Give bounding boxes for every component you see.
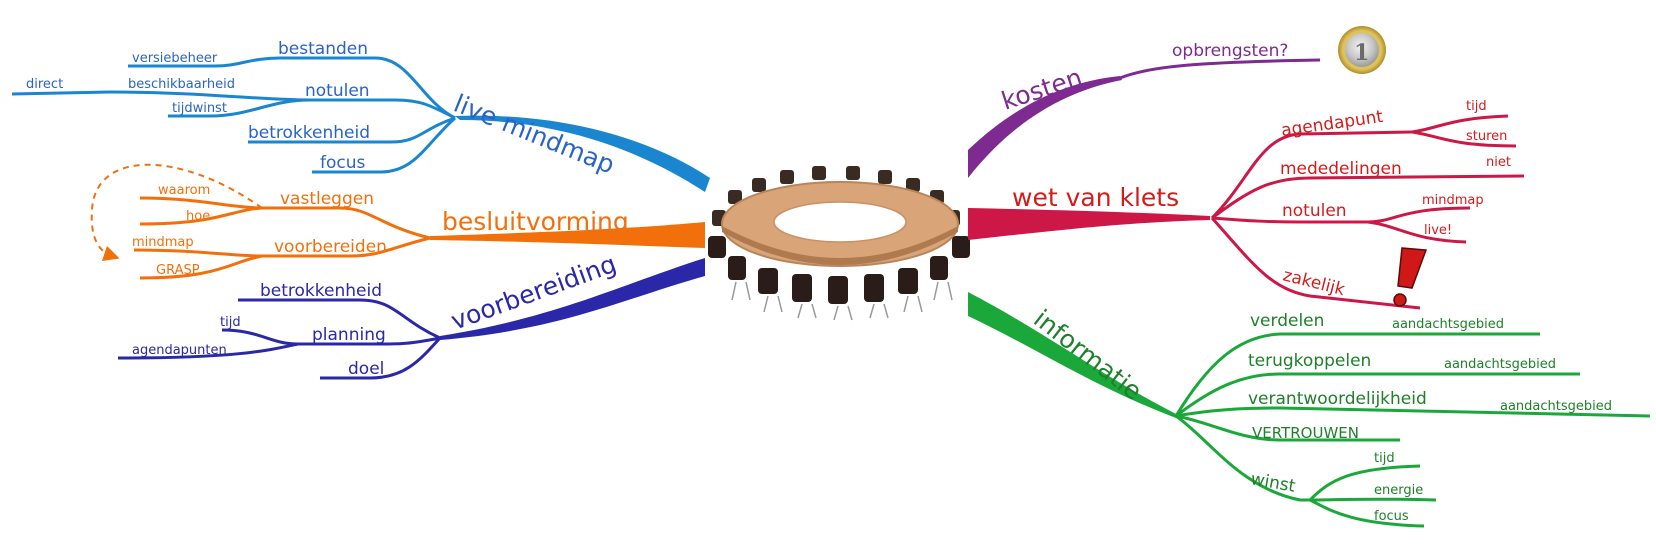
- node-energie: energie: [1374, 483, 1423, 498]
- node-mindmap-red: mindmap: [1422, 193, 1484, 208]
- node-direct: direct: [26, 77, 63, 92]
- node-sturen: sturen: [1466, 129, 1507, 144]
- branch-live-mindmap: live mindmap bestanden versiebeheer notu…: [11, 39, 710, 192]
- node-niet: niet: [1486, 155, 1511, 170]
- node-hoe: hoe: [186, 209, 210, 224]
- node-vastleggen: vastleggen: [280, 189, 374, 209]
- node-grasp: GRASP: [156, 263, 200, 278]
- node-tijd-green: tijd: [1374, 451, 1395, 466]
- conference-table-image: [708, 166, 970, 321]
- node-tijd-red: tijd: [1466, 99, 1487, 114]
- node-winst: winst: [1249, 469, 1297, 497]
- euro-coin-icon: 1: [1338, 26, 1386, 74]
- node-beschikbaarheid: beschikbaarheid: [128, 77, 235, 92]
- node-verdelen: verdelen: [1250, 311, 1324, 331]
- node-terugkoppelen-aandachtsgebied: aandachtsgebied: [1444, 357, 1556, 372]
- node-tijd-navy: tijd: [220, 315, 241, 330]
- node-terugkoppelen: terugkoppelen: [1248, 351, 1371, 371]
- branch-wet-van-klets: wet van klets agendapunt tijd sturen med…: [968, 99, 1525, 310]
- node-mindmap-orange: mindmap: [132, 235, 194, 250]
- node-notulen: notulen: [305, 81, 370, 101]
- node-live: live!: [1424, 223, 1452, 238]
- svg-text:1: 1: [1354, 40, 1369, 66]
- node-agendapunten: agendapunten: [132, 343, 227, 358]
- node-versiebeheer: versiebeheer: [132, 51, 218, 66]
- node-opbrengsten: opbrengsten?: [1172, 41, 1288, 61]
- node-doel: doel: [348, 359, 384, 379]
- node-agendapunt: agendapunt: [1280, 107, 1385, 141]
- node-notulen-red: notulen: [1282, 201, 1347, 221]
- node-verdelen-aandachtsgebied: aandachtsgebied: [1392, 317, 1504, 332]
- branch-informatie: informatie verdelen aandachtsgebied teru…: [968, 292, 1651, 528]
- node-betrokkenheid-blue: betrokkenheid: [248, 123, 370, 143]
- node-focus-green: focus: [1374, 509, 1409, 524]
- node-besluitvorming: besluitvorming: [442, 207, 629, 236]
- node-focus-blue: focus: [320, 153, 366, 173]
- node-bestanden: bestanden: [278, 39, 368, 59]
- node-verantwoordelijkheid-aandachtsgebied: aandachtsgebied: [1500, 399, 1612, 414]
- node-tijdwinst: tijdwinst: [172, 101, 227, 116]
- node-planning: planning: [312, 325, 386, 345]
- node-mededelingen: mededelingen: [1280, 159, 1402, 179]
- node-waarom: waarom: [158, 183, 210, 198]
- node-wet-van-klets: wet van klets: [1012, 183, 1179, 212]
- branch-voorbereiding: voorbereiding betrokkenheid planning tij…: [117, 249, 705, 380]
- node-verantwoordelijkheid: verantwoordelijkheid: [1248, 389, 1427, 409]
- branch-besluitvorming: besluitvorming vastleggen waarom hoe voo…: [90, 163, 705, 280]
- node-voorbereiden: voorbereiden: [274, 237, 387, 257]
- node-betrokkenheid-navy: betrokkenheid: [260, 281, 382, 301]
- branch-kosten: kosten opbrengsten? 1: [968, 26, 1386, 178]
- exclamation-icon: [1393, 247, 1428, 307]
- node-vertrouwen: VERTROUWEN: [1252, 424, 1359, 442]
